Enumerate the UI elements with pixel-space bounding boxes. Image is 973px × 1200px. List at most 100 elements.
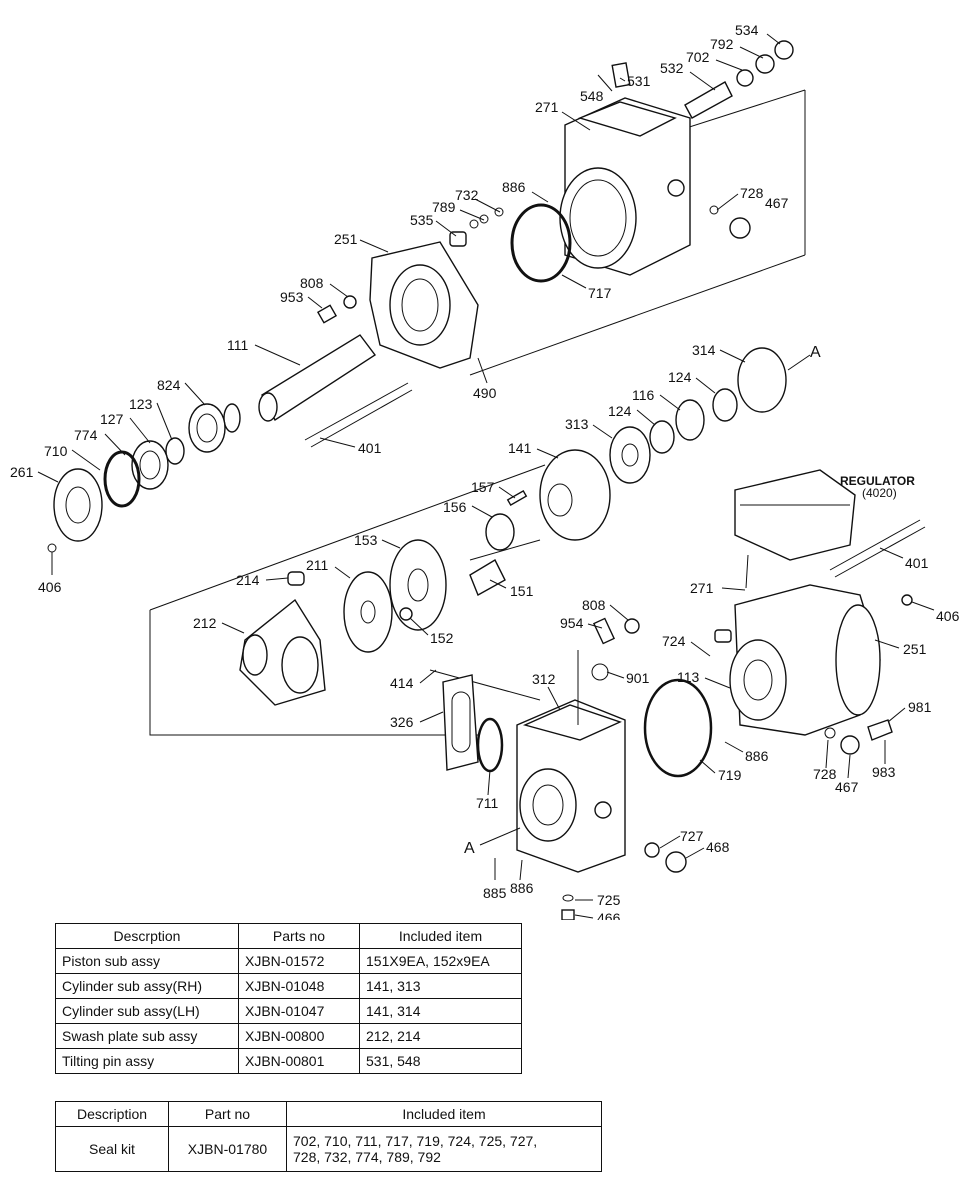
callout-728: 728 — [813, 766, 837, 782]
row-part-no: XJBN-01048 — [238, 973, 360, 999]
seal-kit-table: Description Part no Included item Seal k… — [55, 1101, 602, 1172]
row-description: Cylinder sub assy(LH) — [55, 998, 239, 1024]
callout-271: 271 — [690, 580, 714, 596]
callout-251: 251 — [903, 641, 927, 657]
cover-251 — [316, 231, 479, 369]
callout-leader-lines — [37, 33, 935, 919]
callout-789: 789 — [432, 199, 456, 215]
callout-314: 314 — [692, 342, 716, 358]
callout-414: 414 — [390, 675, 414, 691]
row-included-item: 141, 313 — [359, 973, 522, 999]
callout-981: 981 — [908, 699, 932, 715]
callout-719: 719 — [718, 767, 742, 783]
header-description: Description — [55, 1101, 169, 1127]
callout-151: 151 — [510, 583, 534, 599]
row-part-no: XJBN-01572 — [238, 948, 360, 974]
table-row: Cylinder sub assy(RH) XJBN-01048 141, 31… — [55, 973, 522, 999]
regulator-label: REGULATOR — [840, 474, 915, 488]
callout-727: 727 — [680, 828, 704, 844]
callout-113: 113 — [677, 669, 700, 685]
callout-532: 532 — [660, 60, 684, 76]
callout-531: 531 — [627, 73, 651, 89]
row-included-item: 212, 214 — [359, 1023, 522, 1049]
header-part-no: Part no — [168, 1101, 287, 1127]
callout-214: 214 — [236, 572, 260, 588]
callout-406: 406 — [936, 608, 960, 624]
row-included-item: 141, 314 — [359, 998, 522, 1024]
callout-901: 901 — [626, 670, 650, 686]
callout-401: 401 — [905, 555, 929, 571]
housing-271-top — [559, 40, 794, 276]
callout-152: 152 — [430, 630, 454, 646]
table-row: Swash plate sub assy XJBN-00800 212, 214 — [55, 1023, 522, 1049]
callout-127: 127 — [100, 411, 124, 427]
table-row: Piston sub assy XJBN-01572 151X9EA, 152x… — [55, 948, 522, 974]
callout-labels: 534 792 702 532 531 548 271 886 732 789 … — [10, 22, 960, 920]
callout-116: 116 — [632, 387, 655, 403]
callout-774: 774 — [74, 427, 98, 443]
row-included-item: 151X9EA, 152x9EA — [359, 948, 522, 974]
callout-792: 792 — [710, 36, 734, 52]
row-part-no: XJBN-01047 — [238, 998, 360, 1024]
callout-824: 824 — [157, 377, 181, 393]
callout-732: 732 — [455, 187, 479, 203]
callout-467: 467 — [835, 779, 859, 795]
callout-468: 468 — [706, 839, 730, 855]
callout-211: 211 — [306, 557, 329, 573]
callout-312: 312 — [532, 671, 556, 687]
row-description: Cylinder sub assy(RH) — [55, 973, 239, 999]
callout-728: 728 — [740, 185, 764, 201]
callout-717: 717 — [588, 285, 612, 301]
callout-313: 313 — [565, 416, 589, 432]
header-description: Descrption — [55, 923, 239, 949]
callout-710: 710 — [44, 443, 68, 459]
callout-983: 983 — [872, 764, 896, 780]
seal-kit-items-line-2: 728, 732, 774, 789, 792 — [293, 1149, 441, 1165]
callout-808: 808 — [300, 275, 324, 291]
callout-534: 534 — [735, 22, 759, 38]
callout-123: 123 — [129, 396, 153, 412]
callout-326: 326 — [390, 714, 414, 730]
callout-467: 467 — [765, 195, 789, 211]
row-description: Piston sub assy — [55, 948, 239, 974]
table-row: Seal kit XJBN-01780 702, 710, 711, 717, … — [55, 1126, 602, 1172]
callout-156: 156 — [443, 499, 467, 515]
callout-535: 535 — [410, 212, 434, 228]
row-description: Tilting pin assy — [55, 1048, 239, 1074]
callout-261: 261 — [10, 464, 34, 480]
callout-406: 406 — [38, 579, 62, 595]
o-ring-717 — [469, 203, 572, 283]
regulator-code: (4020) — [862, 486, 897, 500]
row-included-item: 531, 548 — [359, 1048, 522, 1074]
table-header-row: Description Part no Included item — [55, 1101, 602, 1127]
callout-711: 711 — [476, 795, 499, 811]
seal-kit-description: Seal kit — [55, 1126, 169, 1172]
callout-251: 251 — [334, 231, 358, 247]
row-part-no: XJBN-00800 — [238, 1023, 360, 1049]
callout-490: 490 — [473, 385, 497, 401]
callout-466: 466 — [597, 910, 621, 920]
callout-886: 886 — [510, 880, 534, 896]
row-part-no: XJBN-00801 — [238, 1048, 360, 1074]
callout-724: 724 — [662, 633, 686, 649]
table-header-row: Descrption Parts no Included item — [55, 923, 522, 949]
callout-885: 885 — [483, 885, 507, 901]
valve-block-312 — [442, 617, 713, 920]
callout-A-top: A — [810, 344, 821, 361]
sub-assembly-table: Descrption Parts no Included item Piston… — [55, 923, 522, 1074]
row-description: Swash plate sub assy — [55, 1023, 239, 1049]
callout-886: 886 — [502, 179, 526, 195]
seal-kit-part-no: XJBN-01780 — [168, 1126, 287, 1172]
table-row: Tilting pin assy XJBN-00801 531, 548 — [55, 1048, 522, 1074]
callout-548: 548 — [580, 88, 604, 104]
seal-kit-included-items: 702, 710, 711, 717, 719, 724, 725, 727, … — [286, 1126, 602, 1172]
swash-plate-212 — [239, 571, 326, 706]
header-included-item: Included item — [359, 923, 522, 949]
callout-702: 702 — [686, 49, 710, 65]
callout-124: 124 — [668, 369, 692, 385]
callout-212: 212 — [193, 615, 217, 631]
cylinder-block-group — [343, 347, 787, 653]
callout-157: 157 — [471, 479, 495, 495]
callout-808: 808 — [582, 597, 606, 613]
header-parts-no: Parts no — [238, 923, 360, 949]
